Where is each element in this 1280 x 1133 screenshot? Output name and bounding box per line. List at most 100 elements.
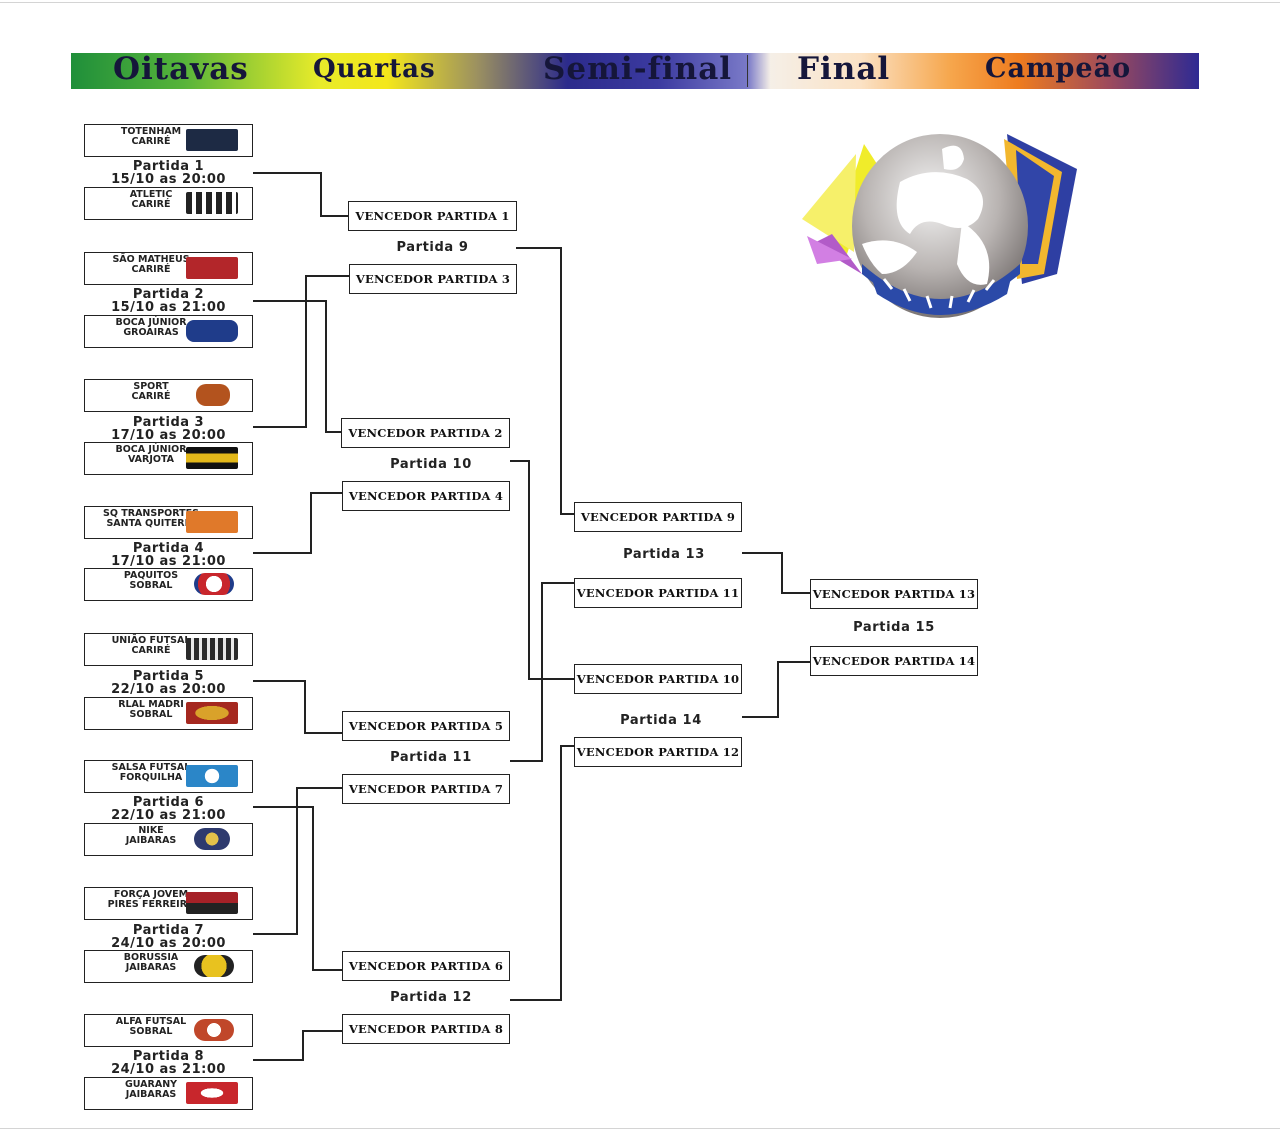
team-logo-icon <box>186 129 238 151</box>
connector-m4 <box>253 492 342 554</box>
connector-m9 <box>516 247 574 515</box>
winner-slot-partida-7[interactable]: VENCEDOR PARTIDA 7 <box>342 774 510 804</box>
winner-slot-partida-5[interactable]: VENCEDOR PARTIDA 5 <box>342 711 510 741</box>
match-label-partida-10: Partida 10 <box>390 457 472 472</box>
winner-slot-partida-9[interactable]: VENCEDOR PARTIDA 9 <box>574 502 742 532</box>
top-divider <box>0 2 1280 3</box>
team-logo-icon <box>196 384 230 406</box>
team-logo-icon <box>186 765 238 787</box>
winner-slot-partida-8[interactable]: VENCEDOR PARTIDA 8 <box>342 1014 510 1044</box>
connector-m10 <box>510 460 574 680</box>
connector-m11 <box>510 582 574 762</box>
team-logo-icon <box>194 1019 234 1041</box>
stage-separator <box>747 55 748 87</box>
team-logo-icon <box>186 447 238 469</box>
winner-slot-partida-2[interactable]: VENCEDOR PARTIDA 2 <box>341 418 510 448</box>
match-label-partida-15: Partida 15 <box>853 620 935 635</box>
team-logo-icon <box>186 638 238 660</box>
winner-slot-partida-3[interactable]: VENCEDOR PARTIDA 3 <box>349 264 517 294</box>
match-label-partida-12: Partida 12 <box>390 990 472 1005</box>
team-logo-icon <box>186 1082 238 1104</box>
connector-m2 <box>253 300 341 433</box>
winner-slot-partida-6[interactable]: VENCEDOR PARTIDA 6 <box>342 951 510 981</box>
stage-label-semi-final: Semi-final <box>543 51 733 87</box>
winner-slot-partida-1[interactable]: VENCEDOR PARTIDA 1 <box>348 201 517 231</box>
connector-m13 <box>742 552 810 594</box>
winner-slot-partida-12[interactable]: VENCEDOR PARTIDA 12 <box>574 737 742 767</box>
team-logo-icon <box>194 828 230 850</box>
bottom-divider <box>0 1128 1280 1129</box>
team-logo-icon <box>186 257 238 279</box>
connector-m8 <box>253 1030 342 1061</box>
stage-header-banner: Oitavas Quartas Semi-final Final Campeão <box>71 51 1199 89</box>
futsal-player-emblem-icon <box>802 134 1077 318</box>
stage-label-oitavas: Oitavas <box>113 51 249 87</box>
match-label-partida-13: Partida 13 <box>623 547 705 562</box>
connector-m3 <box>253 275 349 428</box>
match-label-partida-9: Partida 9 <box>396 240 469 255</box>
stage-label-quartas: Quartas <box>313 54 436 84</box>
winner-slot-partida-10[interactable]: VENCEDOR PARTIDA 10 <box>574 664 742 694</box>
team-logo-icon <box>186 892 238 914</box>
stage-label-campeao: Campeão <box>985 53 1132 84</box>
winner-slot-partida-13[interactable]: VENCEDOR PARTIDA 13 <box>810 579 978 609</box>
connector-m7 <box>253 787 342 935</box>
connector-m5 <box>253 680 342 734</box>
team-logo-icon <box>194 573 234 595</box>
winner-slot-partida-11[interactable]: VENCEDOR PARTIDA 11 <box>574 578 742 608</box>
team-logo-icon <box>186 192 238 214</box>
connector-m6 <box>253 806 342 971</box>
connector-m14 <box>742 661 810 718</box>
team-logo-icon <box>194 955 234 977</box>
team-logo-icon <box>186 702 238 724</box>
connector-m12 <box>510 745 574 1001</box>
stage-label-final: Final <box>797 51 891 87</box>
team-logo-icon <box>186 511 238 533</box>
winner-slot-partida-4[interactable]: VENCEDOR PARTIDA 4 <box>342 481 510 511</box>
team-logo-icon <box>186 320 238 342</box>
connector-m1 <box>253 172 348 217</box>
match-label-partida-14: Partida 14 <box>620 713 702 728</box>
winner-slot-partida-14[interactable]: VENCEDOR PARTIDA 14 <box>810 646 978 676</box>
